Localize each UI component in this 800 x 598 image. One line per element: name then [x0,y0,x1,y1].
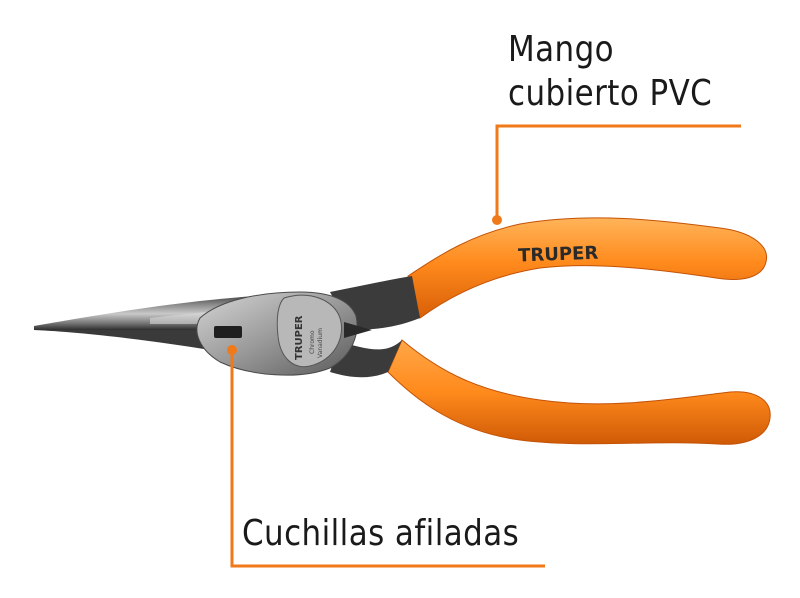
handle-callout-line2: cubierto PVC [508,73,713,114]
head-text-vanadium: Vanadium [317,328,324,358]
lower-handle [387,339,771,445]
blades-callout-dot [227,345,237,355]
handle-brand-text: TRUPER [518,243,599,267]
handle-callout-line [495,124,741,218]
handle-callout-dot [492,215,502,225]
cutter-edge [344,322,372,338]
cutter-slot [214,326,242,338]
pivot-plate [276,294,342,368]
handle-callout-label: Mango cubierto PVC [508,28,712,116]
head-text-chromo: Chromo [309,330,316,354]
handle-callout-line1: Mango [508,29,615,70]
blades-callout-line [230,352,545,568]
upper-handle [407,217,768,319]
blades-callout-label: Cuchillas afiladas [242,513,520,554]
head-brand-text: TRUPER [294,315,305,360]
